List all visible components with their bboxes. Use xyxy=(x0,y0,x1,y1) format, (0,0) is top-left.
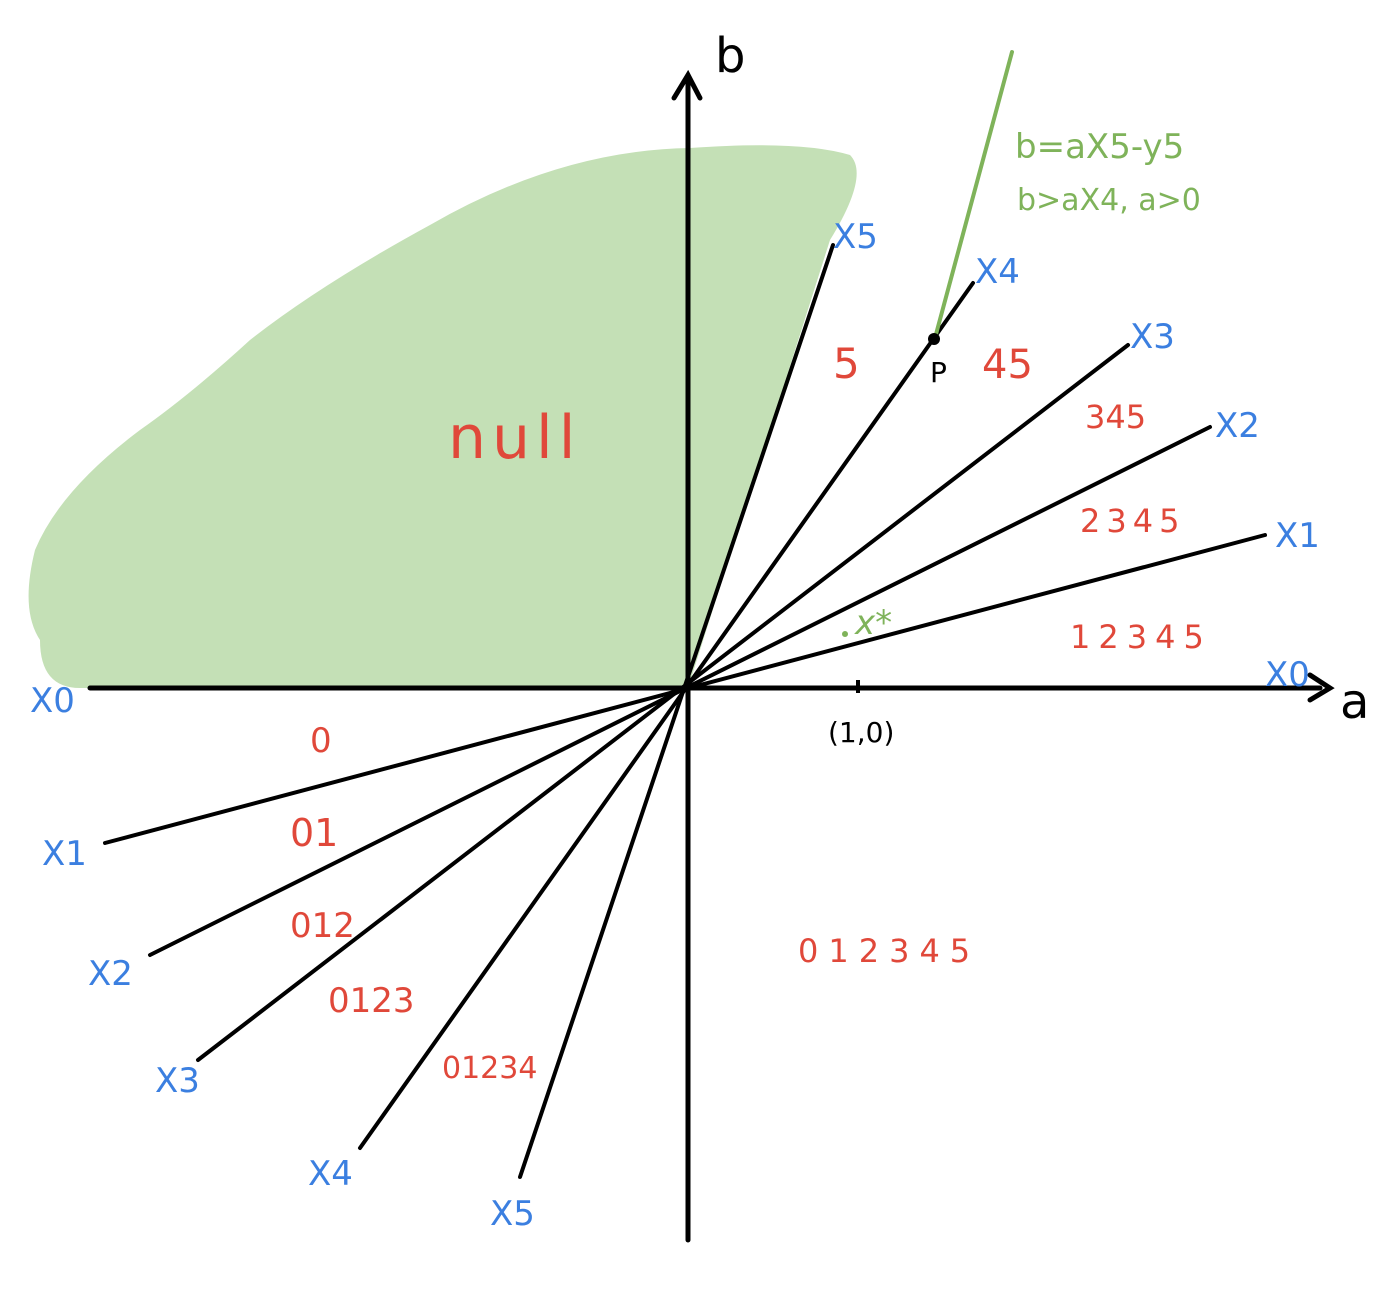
point-p xyxy=(928,333,940,345)
region-12345: 12345 xyxy=(1070,618,1212,656)
region-01: 01 xyxy=(290,811,338,855)
region-345: 345 xyxy=(1085,398,1146,436)
point-x-star-dot xyxy=(842,631,848,637)
label-lower-x4: X4 xyxy=(308,1154,353,1194)
label-upper-x2: X2 xyxy=(1215,406,1260,446)
region-0: 0 xyxy=(310,721,332,761)
annotation-line1: b=aX5-y5 xyxy=(1015,127,1184,167)
label-upper-x0: X0 xyxy=(1265,655,1310,695)
null-region-shading xyxy=(28,145,857,688)
label-lower-x5: X5 xyxy=(490,1194,535,1234)
label-lower-x0: X0 xyxy=(30,681,75,721)
region-01234: 01234 xyxy=(442,1051,537,1086)
a-axis-label: a xyxy=(1340,674,1369,730)
annotation-line2: b>aX4, a>0 xyxy=(1017,183,1201,218)
point-p-label: P xyxy=(930,356,947,389)
label-lower-x2: X2 xyxy=(88,954,133,994)
region-45: 45 xyxy=(982,342,1033,388)
label-upper-x3: X3 xyxy=(1130,317,1175,357)
ray-x5 xyxy=(518,243,835,1179)
label-upper-x5: X5 xyxy=(833,217,878,257)
region-012: 012 xyxy=(290,906,355,946)
label-upper-x4: X4 xyxy=(975,252,1020,292)
region-0123: 0123 xyxy=(328,981,415,1021)
b-axis-label: b xyxy=(715,28,745,84)
label-lower-x3: X3 xyxy=(155,1061,200,1101)
x-star-label: x* xyxy=(854,603,892,643)
label-upper-x1: X1 xyxy=(1275,516,1320,556)
region-012345: 012345 xyxy=(798,932,980,970)
region-2345: 2345 xyxy=(1080,502,1185,540)
region-null: null xyxy=(448,403,581,473)
green-line xyxy=(933,50,1014,340)
label-lower-x1: X1 xyxy=(42,834,87,874)
region-5: 5 xyxy=(833,339,860,388)
a-axis-arrowhead xyxy=(1307,672,1335,703)
ray-x4 xyxy=(358,281,975,1150)
ray-x3 xyxy=(196,343,1130,1062)
unit-point-label: (1,0) xyxy=(828,716,894,749)
b-axis-arrowhead xyxy=(671,69,703,101)
